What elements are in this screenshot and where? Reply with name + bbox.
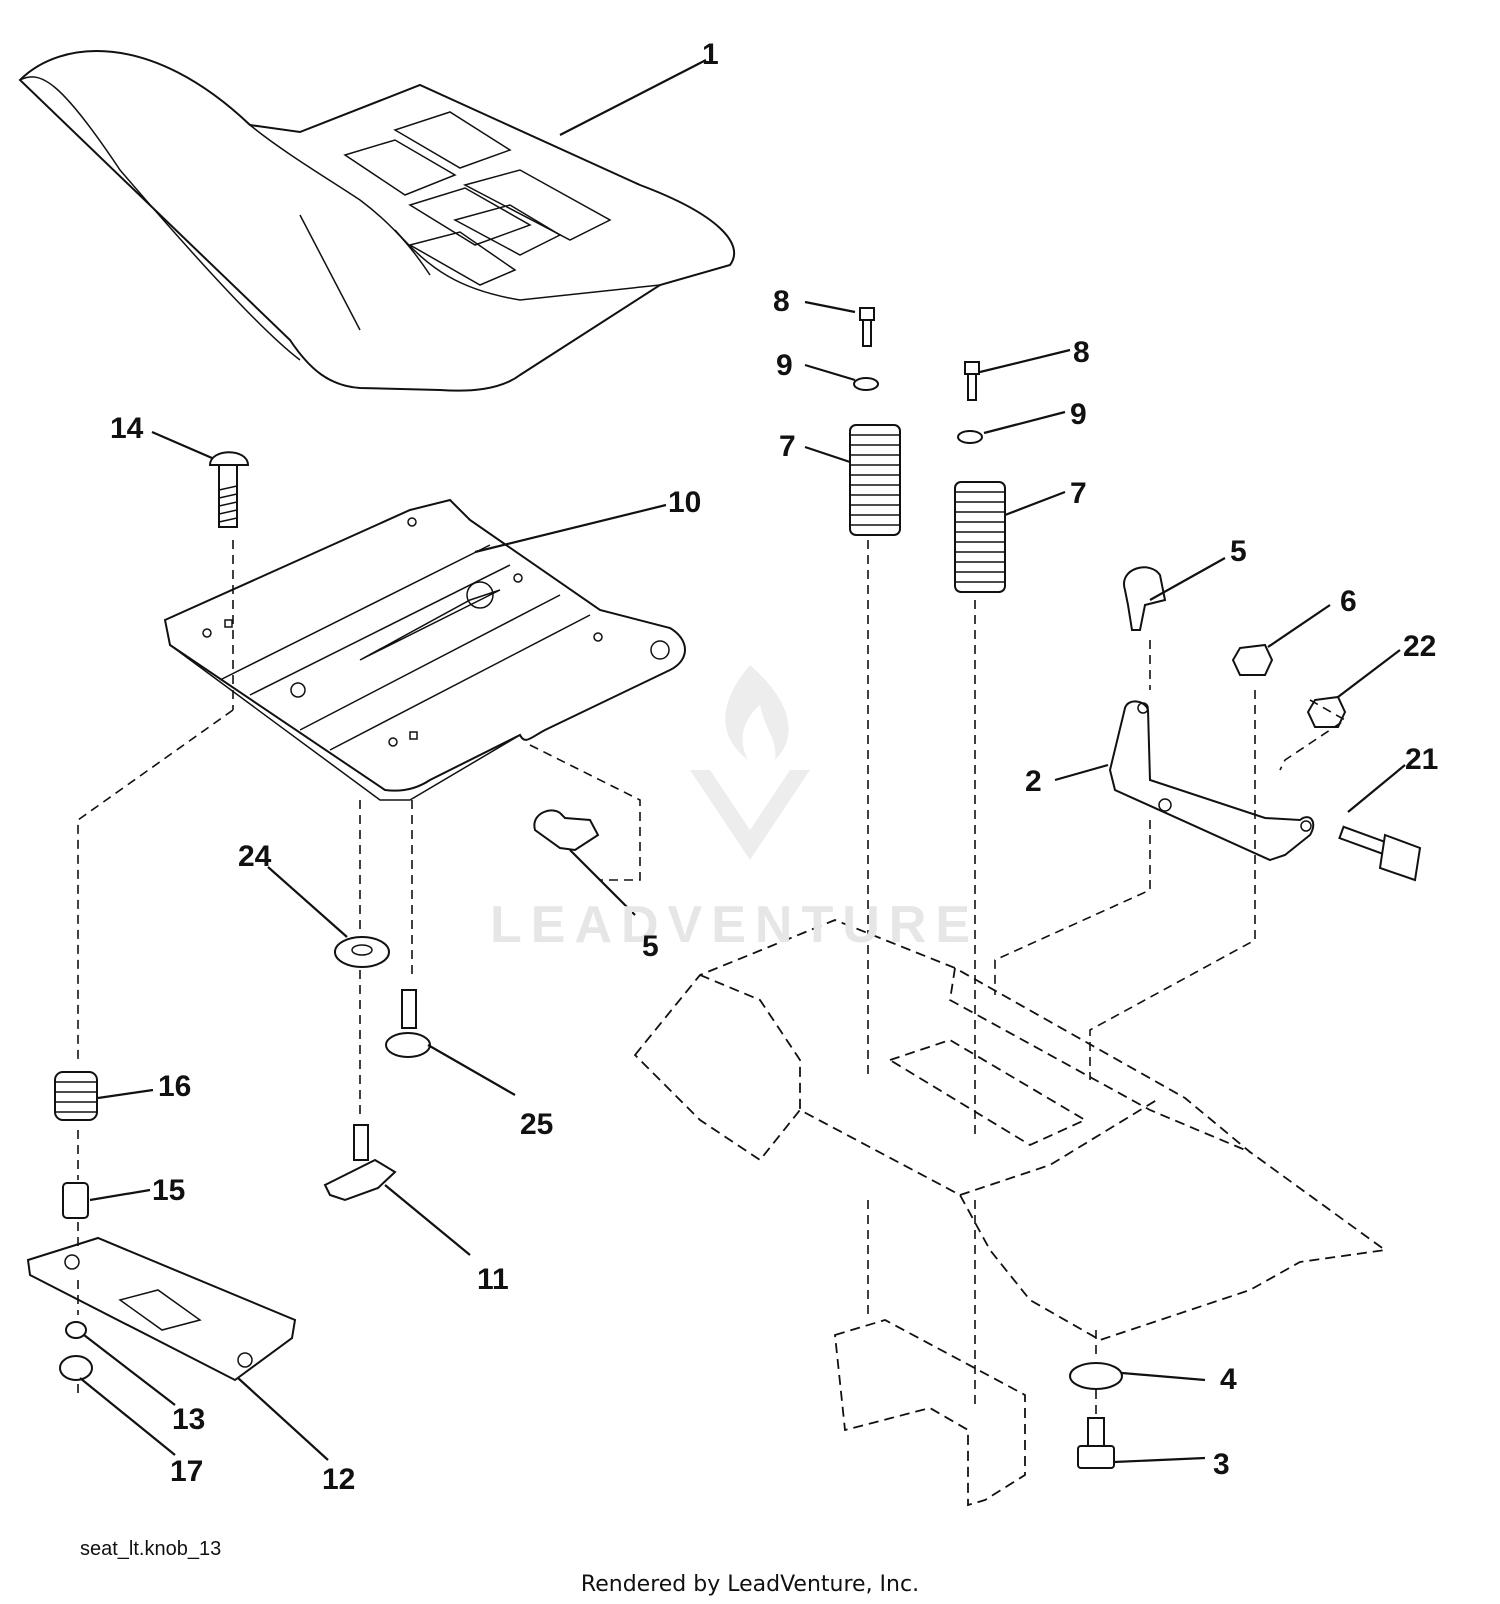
seat-pan-part [163,498,686,801]
nut-6 [1231,643,1274,676]
callout-15: 15 [152,1174,186,1207]
callout-3: 3 [1213,1448,1230,1481]
bracket-part [1108,700,1315,862]
spring-7-left [849,424,901,536]
washer-24 [334,936,390,968]
callout-4: 4 [1220,1363,1237,1396]
callout-9: 9 [776,349,793,382]
bolt-8-right [964,361,980,401]
callout-10: 10 [668,486,702,519]
callout-5: 5 [642,930,659,963]
washer-4 [1069,1362,1123,1390]
washer-9-left [853,377,879,391]
callout-5: 5 [1230,535,1247,568]
callout-7: 7 [1070,477,1087,510]
knob-11 [323,1124,397,1202]
callout-7: 7 [779,430,796,463]
flange-nut-17 [59,1355,93,1381]
callout-6: 6 [1340,585,1357,618]
leader-lines [79,59,1406,1464]
callout-11: 11 [477,1263,509,1296]
rendered-by-footer: Rendered by LeadVenture, Inc. [580,1572,920,1597]
callout-9: 9 [1070,398,1087,431]
bolt-3 [1077,1417,1115,1469]
clip-5-lower [533,809,600,852]
nut-13 [65,1321,87,1339]
reference-code: seat_lt.knob_13 [80,1538,222,1560]
assembly-lines [77,540,1347,1418]
callout-8: 8 [1073,336,1090,369]
callout-2: 2 [1025,765,1042,798]
spring-7-right [954,481,1006,593]
frame-reference [633,919,1388,1507]
callout-14: 14 [110,412,144,445]
callout-1: 1 [702,38,719,71]
bolt-8-left [859,307,875,347]
callout-24: 24 [238,840,272,873]
bolt-25 [385,989,431,1058]
carriage-bolt-part [208,451,250,528]
callout-13: 13 [172,1403,206,1436]
spring-16 [54,1071,98,1121]
callout-8: 8 [773,285,790,318]
spacer-15 [62,1182,89,1219]
callout-25: 25 [520,1108,554,1141]
clip-5-upper [1123,566,1167,631]
callout-16: 16 [158,1070,192,1103]
callout-17: 17 [170,1455,204,1488]
washer-9-right [957,430,983,444]
shoulder-bolt-part [1338,825,1422,882]
callout-21: 21 [1405,743,1439,776]
watermark-text: LEADVENTURE [490,896,980,954]
seat-part [18,50,736,392]
watermark-logo [690,665,810,860]
callout-12: 12 [322,1463,356,1496]
callout-22: 22 [1403,630,1437,663]
plate-12 [26,1236,297,1382]
